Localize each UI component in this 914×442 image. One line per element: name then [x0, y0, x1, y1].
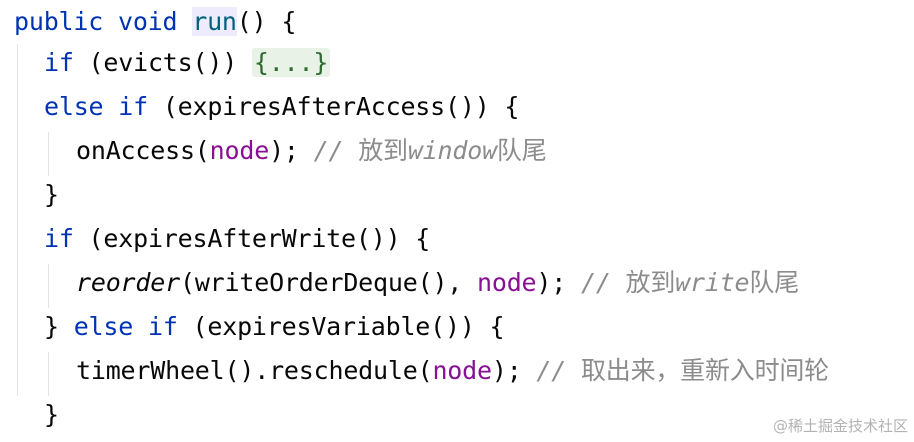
code-text: } — [44, 400, 59, 429]
code-text: ); — [269, 136, 314, 165]
code-text — [103, 92, 118, 121]
code-text: ); — [491, 356, 537, 385]
code-line-timer-wheel-reschedule[interactable]: timerWheel().reschedule(node); // 取出来，重新… — [76, 349, 829, 393]
keyword-if: if — [44, 224, 74, 253]
code-text — [133, 312, 148, 341]
comment-text: 队尾 — [496, 136, 547, 165]
keyword-void: void — [117, 7, 178, 36]
keyword-else: else — [44, 92, 104, 121]
method-name-run: run — [192, 7, 237, 36]
code-text: (expiresVariable()) { — [177, 312, 505, 341]
code-line-closing-brace[interactable]: } — [44, 173, 59, 217]
code-line-if-evicts[interactable]: if (evicts()) {...} — [44, 41, 331, 85]
code-text: (writeOrderDeque(), — [179, 268, 477, 297]
comment-slashes: // — [536, 356, 581, 385]
keyword-public: public — [14, 7, 104, 36]
comment-text: write — [675, 268, 750, 297]
indent-guide — [17, 44, 18, 396]
comment-text: 取出来，重新入时间轮 — [580, 356, 829, 385]
comment: // 放到write队尾 — [581, 268, 799, 297]
keyword-else: else — [73, 312, 134, 341]
parameter-node: node — [432, 356, 492, 385]
code-text: } — [44, 180, 59, 209]
comment: // 放到window队尾 — [314, 136, 547, 165]
code-line-if-expires-after-write[interactable]: if (expiresAfterWrite()) { — [44, 217, 430, 261]
parameter-node: node — [209, 136, 270, 165]
indent-guide — [48, 132, 49, 176]
code-line-method-signature[interactable]: public void run() { — [14, 0, 296, 44]
code-text: () { — [236, 7, 297, 36]
static-method-reorder: reorder — [76, 268, 180, 297]
code-line-closing-brace[interactable]: } — [44, 393, 59, 437]
folded-code-block[interactable]: {...} — [251, 48, 331, 77]
comment-text: 队尾 — [749, 268, 800, 297]
keyword-if: if — [147, 312, 178, 341]
keyword-if: if — [118, 92, 148, 121]
code-line-else-if-expires-after-access[interactable]: else if (expiresAfterAccess()) { — [44, 85, 519, 129]
parameter-node: node — [477, 268, 537, 297]
code-text: ); — [536, 268, 581, 297]
code-text: } — [44, 312, 74, 341]
code-text: (expiresAfterWrite()) { — [73, 224, 431, 253]
indent-guide — [48, 264, 49, 308]
comment-text: 放到 — [625, 268, 676, 297]
code-text: (expiresAfterAccess()) { — [147, 92, 520, 121]
watermark: @稀土掘金技术社区 — [772, 417, 908, 435]
code-text — [103, 7, 118, 36]
code-line-on-access[interactable]: onAccess(node); // 放到window队尾 — [76, 129, 547, 173]
comment: // 取出来，重新入时间轮 — [536, 356, 829, 385]
code-text: timerWheel().reschedule( — [76, 356, 433, 385]
code-text — [177, 7, 192, 36]
code-line-else-if-expires-variable[interactable]: } else if (expiresVariable()) { — [44, 305, 505, 349]
code-text: (evicts()) — [73, 48, 252, 77]
comment-slashes: // — [313, 136, 359, 165]
code-line-reorder[interactable]: reorder(writeOrderDeque(), node); // 放到w… — [76, 261, 799, 305]
comment-slashes: // — [580, 268, 626, 297]
indent-guide — [48, 352, 49, 396]
comment-text: 放到 — [358, 136, 408, 165]
comment-text: window — [407, 136, 497, 165]
keyword-if: if — [44, 48, 74, 77]
code-text: onAccess( — [76, 136, 210, 165]
